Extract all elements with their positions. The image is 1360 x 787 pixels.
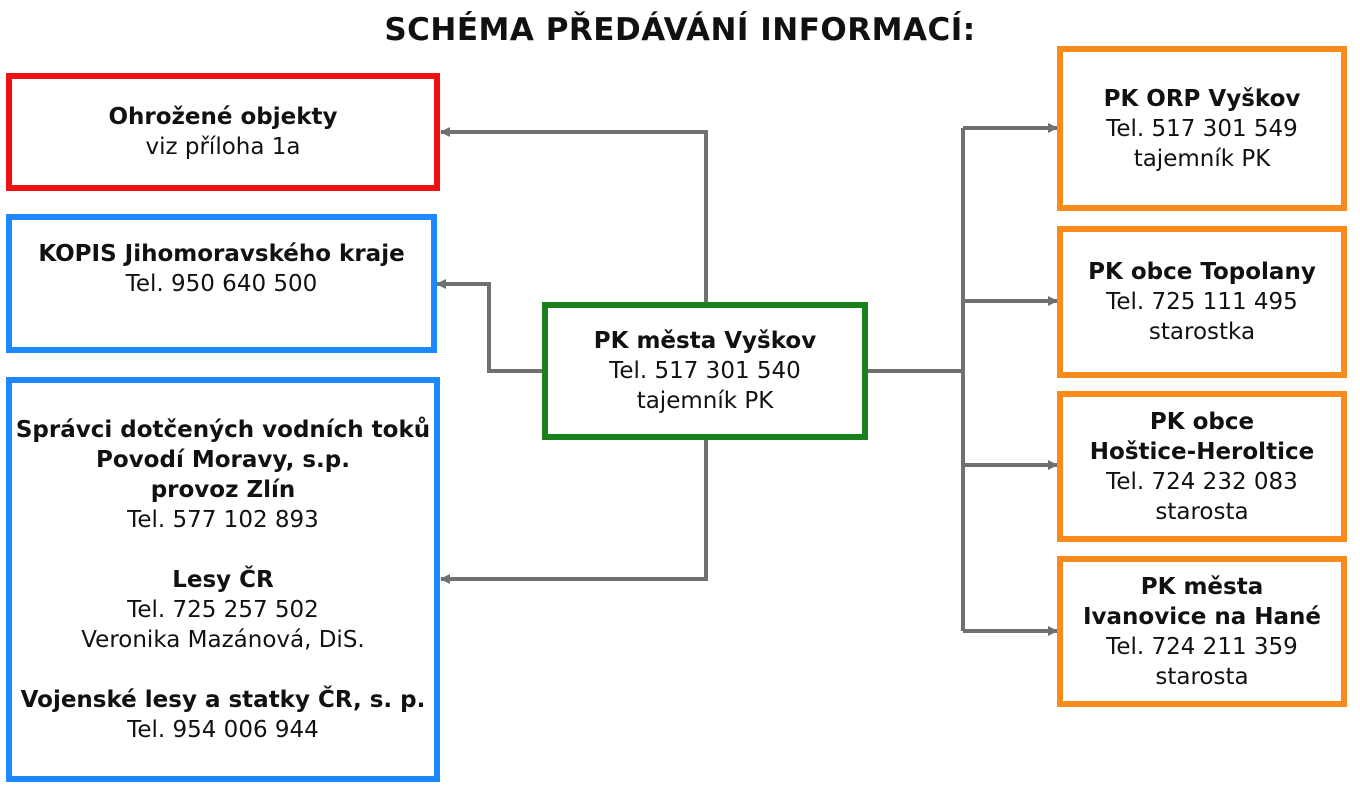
- orp-role: tajemník PK: [1133, 145, 1271, 172]
- spravci-line3: provoz Zlín: [150, 477, 296, 503]
- ivanovice-role: starosta: [1155, 663, 1249, 690]
- ohrozene-sub: viz příloha 1a: [145, 134, 301, 160]
- box-ohrozene-objekty: Ohrožené objekty viz příloha 1a: [6, 73, 440, 191]
- topolany-name: PK obce Topolany: [1088, 259, 1316, 285]
- kopis-name: KOPIS Jihomoravského kraje: [38, 240, 405, 267]
- box-pk-mesta-ivanovice: PK města Ivanovice na Hané Tel. 724 211 …: [1057, 556, 1347, 707]
- hostice-tel: Tel. 724 232 083: [1106, 468, 1298, 495]
- ohrozene-name: Ohrožené objekty: [108, 104, 338, 130]
- spravci-line1: Správci dotčených vodních toků: [15, 417, 431, 443]
- box-pk-obce-topolany: PK obce Topolany Tel. 725 111 495 staros…: [1057, 226, 1347, 378]
- orp-name: PK ORP Vyškov: [1103, 85, 1301, 112]
- lesy-tel: Tel. 725 257 502: [127, 597, 319, 623]
- hostice-name2: Hoštice-Heroltice: [1089, 438, 1315, 465]
- box-pk-orp-vyskov: PK ORP Vyškov Tel. 517 301 549 tajemník …: [1057, 46, 1347, 211]
- box-kopis: KOPIS Jihomoravského kraje Tel. 950 640 …: [6, 214, 437, 353]
- arrow-to-ohrozene: [440, 127, 708, 305]
- kopis-tel: Tel. 950 640 500: [125, 270, 318, 297]
- vojenske-tel: Tel. 954 006 944: [127, 717, 319, 743]
- vojenske-name: Vojenské lesy a statky ČR, s. p.: [20, 687, 426, 713]
- arrow-to-kopis: [436, 279, 545, 373]
- spravci-line2: Povodí Moravy, s.p.: [96, 447, 350, 473]
- box-pk-obce-hostice: PK obce Hoštice-Heroltice Tel. 724 232 0…: [1057, 391, 1347, 542]
- topolany-role: starostka: [1148, 319, 1256, 345]
- diagram-title: SCHÉMA PŘEDÁVÁNÍ INFORMACÍ:: [384, 12, 976, 48]
- ivanovice-name1: PK města: [1140, 573, 1264, 600]
- spravci-tel: Tel. 577 102 893: [127, 507, 319, 533]
- center-name: PK města Vyškov: [593, 328, 817, 354]
- arrow-to-spravci: [440, 438, 708, 584]
- box-pk-mesta-vyskov: PK města Vyškov Tel. 517 301 540 tajemní…: [542, 302, 868, 440]
- center-role: tajemník PK: [636, 388, 774, 414]
- ivanovice-name2: Ivanovice na Hané: [1082, 603, 1321, 630]
- lesy-name: Lesy ČR: [172, 567, 274, 593]
- lesy-person: Veronika Mazánová, DiS.: [81, 627, 365, 653]
- hostice-name1: PK obce: [1149, 408, 1255, 435]
- box-spravci: Správci dotčených vodních toků Povodí Mo…: [6, 377, 440, 782]
- center-tel: Tel. 517 301 540: [609, 358, 801, 384]
- orp-tel: Tel. 517 301 549: [1106, 115, 1298, 142]
- topolany-tel: Tel. 725 111 495: [1106, 289, 1298, 315]
- ivanovice-tel: Tel. 724 211 359: [1106, 633, 1298, 660]
- hostice-role: starosta: [1155, 498, 1249, 525]
